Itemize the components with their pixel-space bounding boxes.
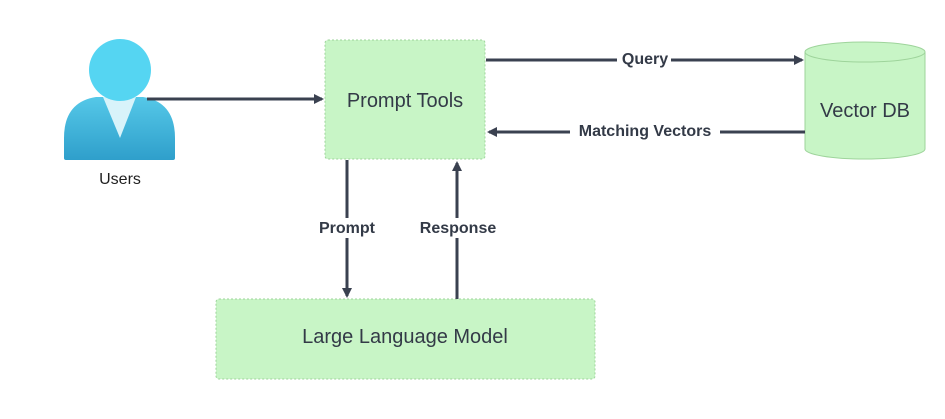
prompt-tools-box [324, 39, 486, 160]
llm-label: Large Language Model [302, 326, 508, 348]
vector-db-cylinder [804, 52, 926, 160]
vector-db-label: Vector DB [820, 100, 910, 122]
matching-vectors-label: Matching Vectors [579, 123, 712, 140]
response-label: Response [420, 220, 497, 237]
prompt-label: Prompt [319, 220, 376, 237]
prompt-tools-label: Prompt Tools [347, 90, 463, 112]
vector-db-node: Vector DB [804, 41, 926, 160]
llm-node: Large Language Model [215, 298, 596, 380]
edge-prompt: Prompt [313, 160, 381, 298]
llm-box [215, 298, 596, 380]
users-node: Users [64, 39, 175, 188]
users-label: Users [99, 171, 141, 188]
vector-db-top [804, 41, 926, 63]
user-icon [64, 39, 175, 160]
edge-query: Query [486, 50, 804, 68]
edge-matching-vectors: Matching Vectors [487, 122, 805, 140]
query-label: Query [622, 51, 668, 68]
edge-response: Response [413, 161, 503, 299]
prompt-tools-node: Prompt Tools [324, 39, 486, 160]
